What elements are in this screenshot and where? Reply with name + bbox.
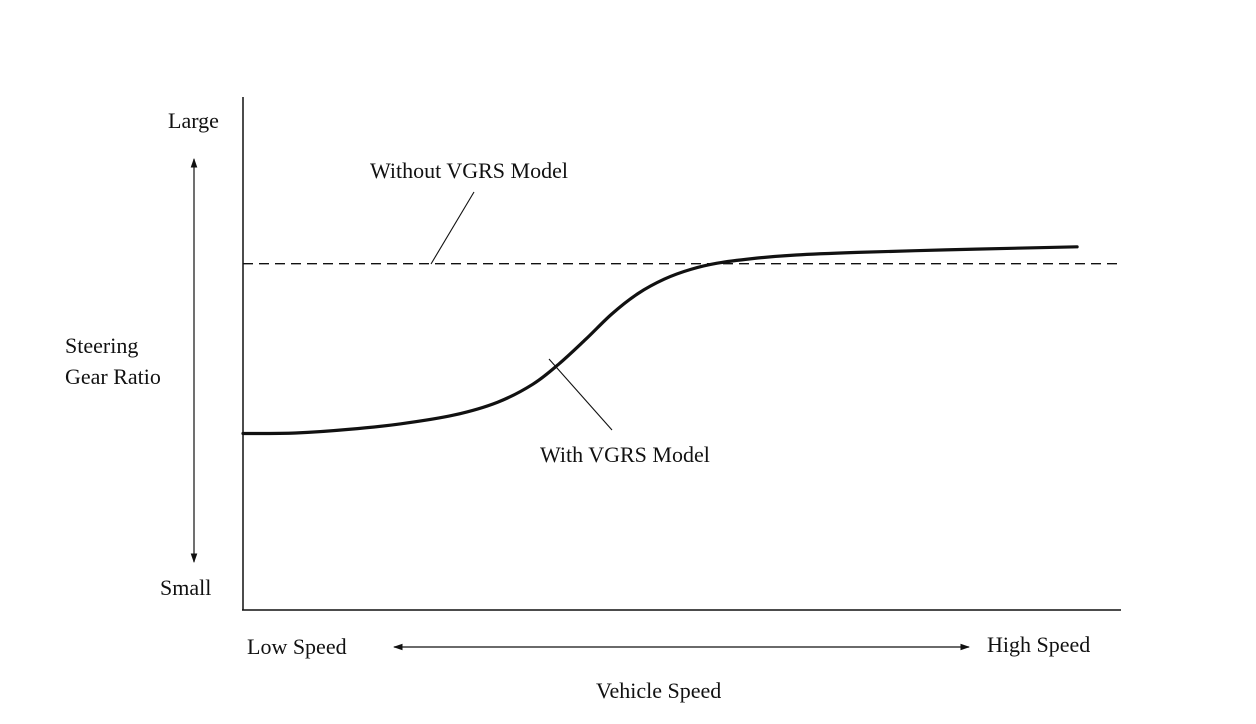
y-axis-title-line-1: Steering: [65, 333, 138, 358]
y-axis-title-line-2: Gear Ratio: [65, 364, 161, 389]
x-high-label: High Speed: [987, 632, 1090, 657]
y-low-label: Small: [160, 575, 211, 600]
y-high-label: Large: [168, 108, 219, 133]
with-vgrs-leader: [548, 358, 613, 431]
legend-without-vgrs: Without VGRS Model: [370, 158, 568, 183]
without-vgrs-leader: [430, 191, 475, 265]
legend-with-vgrs: With VGRS Model: [540, 442, 710, 467]
x-axis-title: Vehicle Speed: [596, 678, 721, 703]
series-with-vgrs-line: [241, 245, 1079, 436]
x-low-label: Low Speed: [247, 634, 347, 659]
